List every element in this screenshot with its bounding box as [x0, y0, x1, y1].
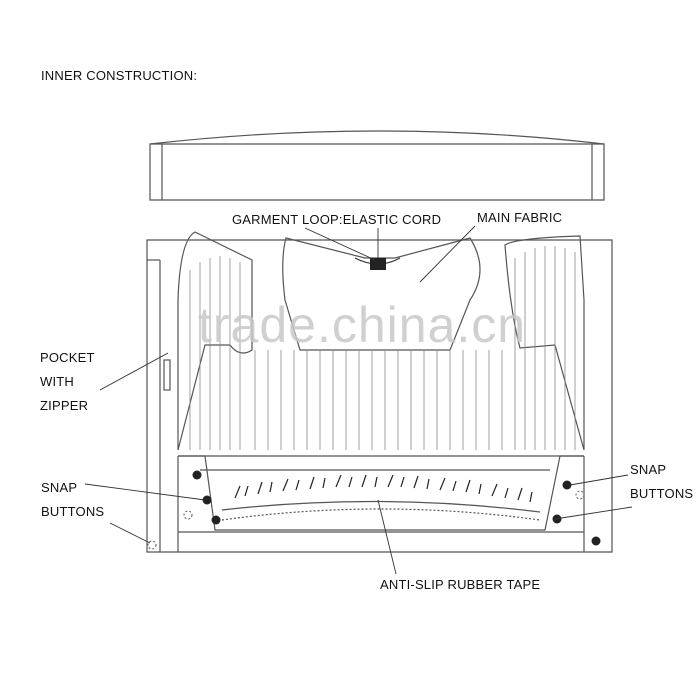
label-snap-buttons-right: SNAP BUTTONS: [630, 458, 693, 506]
snap-dot: [192, 470, 202, 480]
label-pocket-line-3: ZIPPER: [40, 398, 89, 413]
snap-dot: [562, 480, 572, 490]
snap-sockets: [147, 490, 585, 550]
label-pocket-line-2: WITH: [40, 374, 75, 389]
label-snap-left-line-2: BUTTONS: [41, 504, 105, 519]
label-garment-loop: GARMENT LOOP:ELASTIC CORD: [232, 212, 442, 227]
garment-body: [146, 231, 613, 553]
snap-dot: [591, 536, 601, 546]
label-main-fabric: MAIN FABRIC: [477, 210, 563, 225]
snap-buttons: [192, 470, 601, 546]
watermark: trade.china.cn: [198, 297, 527, 353]
garment-loop-tag: [354, 257, 401, 270]
callout-lines: [84, 225, 633, 575]
pleat-lines: [189, 246, 576, 450]
label-snap-right-line-2: BUTTONS: [630, 486, 694, 501]
elastic-strip: [178, 455, 584, 531]
snap-dot: [202, 495, 212, 505]
zipper-pocket: [163, 359, 171, 391]
waistband-top: [149, 130, 605, 201]
label-pocket-line-1: POCKET: [40, 350, 95, 365]
grip-pattern: [234, 474, 533, 503]
label-snap-left-line-1: SNAP: [41, 480, 78, 495]
label-pocket-with-zipper: POCKET WITH ZIPPER: [40, 346, 95, 418]
label-snap-buttons-left: SNAP BUTTONS: [41, 476, 104, 524]
snap-dot: [211, 515, 221, 525]
diagram-title: INNER CONSTRUCTION:: [41, 68, 198, 83]
label-snap-right-line-1: SNAP: [630, 462, 667, 477]
label-anti-slip-rubber-tape: ANTI-SLIP RUBBER TAPE: [380, 577, 541, 592]
